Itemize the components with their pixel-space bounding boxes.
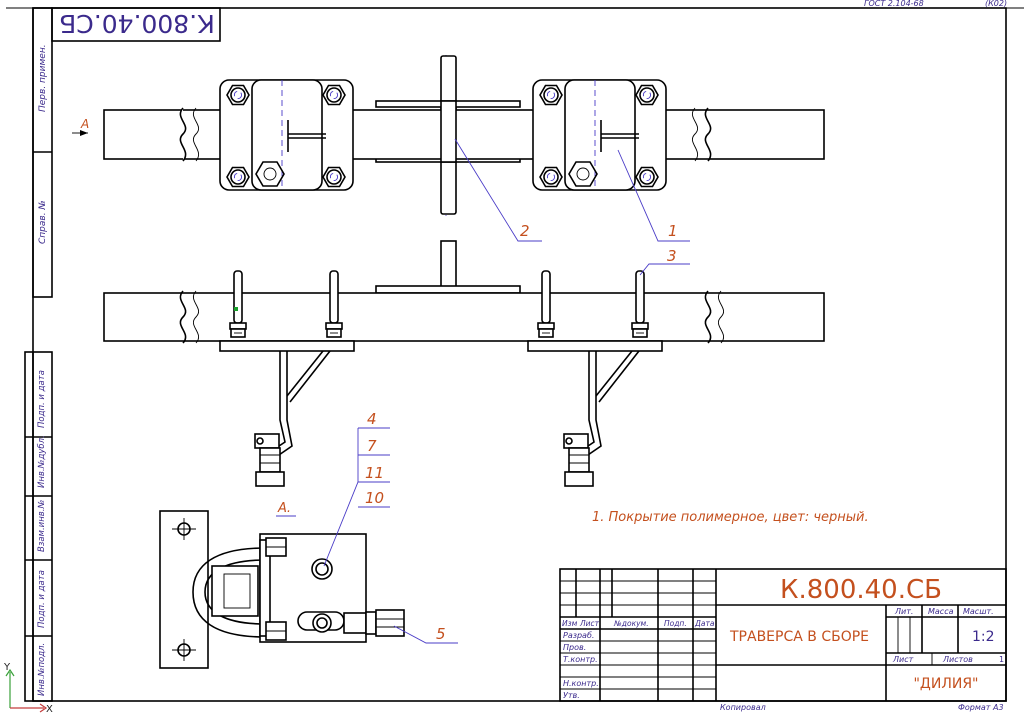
tb-hdr-list: Лист: [579, 619, 600, 628]
side-label-inv-podl: Инв.№подл.: [37, 643, 47, 696]
top-standard: ГОСТ 2.104-68: [864, 0, 924, 8]
tb-designation: К.800.40.СБ: [780, 575, 942, 605]
ucs-axes: [5, 668, 48, 713]
side-label-inv-dubl: Инв.№дубл.: [37, 435, 47, 488]
side-label-podp-data-2: Подп. и дата: [37, 570, 47, 628]
bottom-copied: Копировал: [720, 703, 766, 712]
tb-hdr-izm: Изм: [562, 619, 578, 628]
top-view: [103, 55, 825, 216]
side-label-perv-primen: Перв. примен.: [38, 44, 48, 112]
tb-hdr-data: Дата: [694, 619, 715, 628]
callout-11: 11: [365, 464, 384, 482]
tb-row-razrab: Разраб.: [563, 631, 594, 640]
view-label: А.: [277, 501, 291, 516]
stamp-code: К.800.40.СБ: [59, 9, 215, 38]
tb-sheet-label: Лист: [892, 655, 914, 664]
callout-5: 5: [436, 625, 446, 643]
tb-mass-label: Масса: [928, 607, 954, 616]
title-block: [559, 568, 1007, 702]
tb-name: ТРАВЕРСА В СБОРЕ: [729, 629, 869, 645]
callout-4: 4: [367, 410, 377, 428]
side-label-podp-data-1: Подп. и дата: [37, 370, 47, 428]
tb-sheets-value: 1: [999, 655, 1004, 664]
tb-scale-label: Масшт.: [963, 607, 994, 616]
technical-note: 1. Покрытие полимерное, цвет: черный.: [592, 510, 869, 525]
callout-2: 2: [520, 222, 530, 240]
side-label-sprav: Справ. №: [38, 200, 48, 244]
tb-row-utv: Утв.: [563, 691, 580, 700]
tb-sheets-label: Листов: [942, 655, 973, 664]
front-view: [103, 240, 825, 487]
tb-hdr-podp: Подп.: [664, 619, 687, 628]
callout-7: 7: [367, 437, 377, 455]
section-label: А: [80, 117, 89, 131]
axis-x-label: X: [46, 704, 53, 713]
tb-lit-label: Лит.: [894, 607, 913, 616]
view-a: [159, 510, 405, 669]
callout-1: 1: [668, 222, 678, 240]
tb-row-nkontr: Н.контр.: [563, 679, 599, 688]
top-form: (К02): [985, 0, 1007, 8]
side-label-vzam-inv: Взам.инв.№: [37, 500, 47, 552]
callout-3: 3: [667, 247, 677, 265]
tb-row-prov: Пров.: [563, 643, 586, 652]
tb-hdr-dokum: №докум.: [613, 619, 649, 628]
callout-10: 10: [365, 489, 384, 507]
tb-row-tkontr: Т.контр.: [563, 655, 598, 664]
tb-company: "ДИЛИЯ": [913, 676, 978, 692]
bottom-format: Формат А3: [958, 703, 1004, 712]
tb-scale-value: 1:2: [972, 629, 995, 645]
axis-y-label: Y: [3, 662, 11, 673]
